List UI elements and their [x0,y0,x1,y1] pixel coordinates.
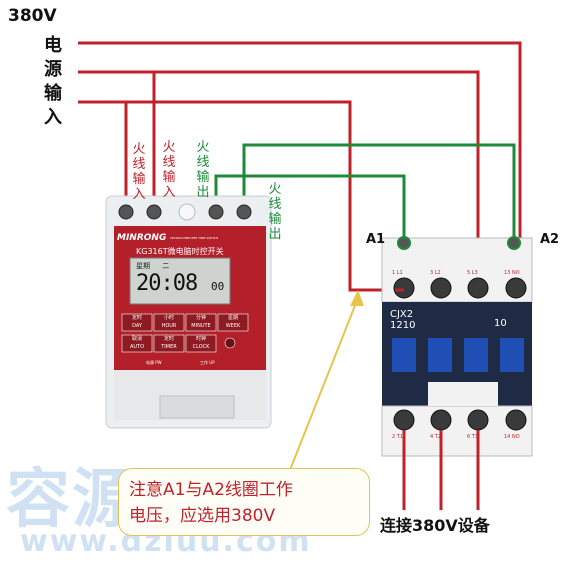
terminal-t3 [467,409,489,431]
timer-header: MINRONG MICROCOMPUTER TIME SWITCH [117,231,263,245]
lcd-week-label: 星期 二 [136,262,170,270]
timer-terminal-2 [146,204,162,220]
terminal-no-13 [505,277,527,299]
time-switch [105,195,272,429]
terminal-label-t3: 6 T3 [467,434,479,440]
timer-model-title: KG316T微电脑时控开关 [136,247,224,256]
supply-wire-l1 [78,41,522,285]
terminal-label-l2: 3 L2 [430,270,441,276]
timer-power-indicator: 电源 PW [146,360,162,365]
terminal-t1 [393,409,415,431]
coil-label-a1: A1 [366,232,386,247]
contactor-button-1 [392,338,416,372]
supply-voltage-label: 380V [8,6,57,26]
coil-label-a2: A2 [540,232,560,247]
load-connection-label: 连接380V设备 [380,516,490,535]
note-line-1: 注意A1与A2线圈工作 [129,480,293,500]
live-output-label-1: 火线输出 [196,140,210,200]
terminal-label-t1: 2 T1 [392,434,404,440]
lcd-time: 20:08 [136,271,198,296]
timer-work-indicator: 工作 UP [200,360,215,365]
timer-terminal-1 [118,204,134,220]
watermark-logo-text: 容源 [6,463,138,537]
terminal-l3 [467,277,489,299]
contactor-button-3 [464,338,488,372]
terminal-l1 [393,277,415,299]
timer-terminal-4 [236,204,252,220]
terminal-label-l3: 5 L3 [467,270,478,276]
timer-mount-hole [178,203,196,221]
live-output-label-2: 火线输出 [268,182,282,242]
supply-wire-l2 [78,70,480,285]
terminal-label-l1: 1 L1 [392,270,403,276]
contactor-button-2 [428,338,452,372]
note-arrowhead [350,290,364,306]
terminal-label-14: 14 NO [504,434,520,440]
timer-brand: MINRONG [117,233,167,243]
voltage-note-callout: 注意A1与A2线圈工作 电压，应选用380V [118,468,370,536]
note-arrow [289,297,359,471]
contactor-model: CJX2 1210 [390,309,416,331]
supply-input-label: 电 源 输 入 [44,35,62,128]
control-wire-a2 [242,143,516,240]
control-wire-a1 [214,174,406,240]
terminal-l2 [430,277,452,299]
contactor-rating: 10 [494,318,507,329]
terminal-t2 [430,409,452,431]
timer-terminal-3 [208,204,224,220]
terminal-label-13: 13 NO [504,270,520,276]
contactor-button-4 [500,338,524,372]
lcd-seconds: 00 [211,280,225,293]
terminal-label-t2: 4 T2 [430,434,442,440]
note-line-2: 电压，应选用380V [129,506,276,526]
coil-terminal-a2 [507,236,521,250]
live-input-label-1: 火线输入 [132,142,146,202]
live-input-label-2: 火线输入 [162,140,176,200]
coil-terminal-a1 [397,236,411,250]
timer-header-small: MICROCOMPUTER TIME SWITCH [170,236,219,240]
contactor [381,236,533,457]
terminal-no-14 [505,409,527,431]
